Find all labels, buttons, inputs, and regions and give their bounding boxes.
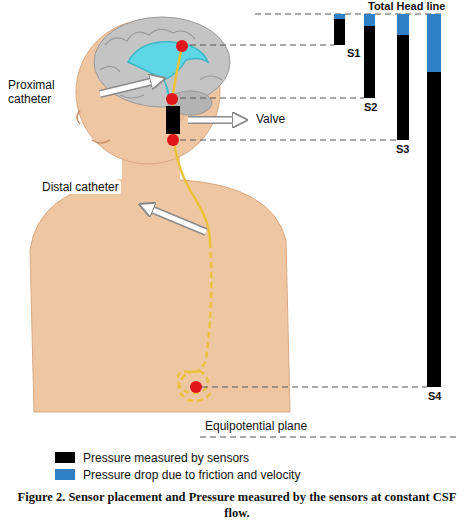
legend-swatch (55, 452, 75, 463)
sensor-label: S1 (347, 47, 360, 60)
ventricles (128, 42, 208, 100)
pressure-bars (334, 14, 441, 387)
distal-catheter-dashed (178, 242, 212, 401)
legend-row: Pressure drop due to friction and veloci… (55, 466, 300, 483)
sensor-label: S3 (396, 143, 409, 156)
part-label: Proximal catheter (6, 78, 72, 107)
pointer-arrows (100, 80, 240, 232)
figure-caption: Figure 2. Sensor placement and Pressure … (4, 489, 470, 522)
part-label: Valve (256, 112, 285, 126)
legend-row: Pressure measured by sensors (55, 449, 300, 466)
sensor-label: S4 (428, 390, 441, 403)
part-label: Distal catheter (40, 180, 121, 194)
legend-swatch (55, 469, 75, 480)
level-lines (180, 14, 458, 437)
legend: Pressure measured by sensorsPressure dro… (55, 449, 300, 483)
valve (166, 106, 180, 134)
legend-text: Pressure drop due to friction and veloci… (83, 468, 300, 482)
brain (94, 17, 230, 107)
head-line-label: Total Head line (368, 0, 445, 13)
sensor-label: S2 (364, 101, 377, 114)
face (77, 110, 110, 143)
legend-text: Pressure measured by sensors (83, 451, 249, 465)
torso (30, 180, 290, 412)
plane-label: Equipotential plane (205, 419, 307, 433)
